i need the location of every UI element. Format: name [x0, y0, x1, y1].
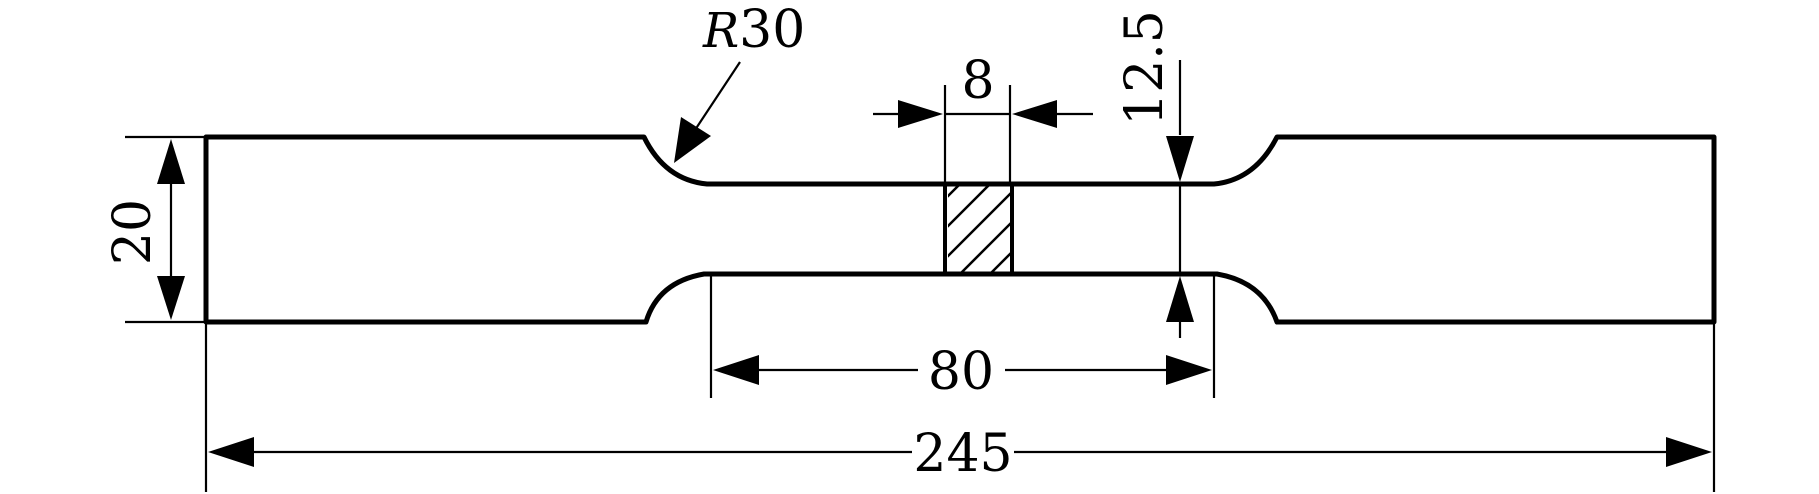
specimen-outline [203, 134, 1717, 325]
dimension-label-gauge-width: 12.5 [1115, 10, 1175, 126]
dimension-end-width: 20 [103, 135, 206, 324]
radius-callout: R30 [674, 0, 805, 163]
arrow-head [1166, 136, 1194, 182]
dimension-label-sample-width: 8 [961, 51, 994, 111]
dimension-gauge-length: 80 [709, 274, 1216, 402]
arrow-head [1166, 276, 1194, 322]
arrow-head [1012, 100, 1057, 128]
arrow-head [157, 139, 185, 184]
hatched-sample [943, 182, 1014, 276]
dimension-label-total-length: 245 [913, 424, 1012, 484]
arrow-head [898, 100, 943, 128]
dimension-gauge-width: 12.5 [1115, 10, 1194, 338]
arrow-head [713, 355, 759, 385]
dimension-total-length: 245 [204, 322, 1716, 492]
arrow-head [208, 437, 254, 467]
arrow-head [1666, 437, 1712, 467]
dimension-label-gauge-length: 80 [928, 342, 994, 402]
dimension-sample-width: 8 [873, 51, 1093, 184]
arrow-head [157, 276, 185, 320]
dimension-label-end-width: 20 [103, 199, 163, 265]
radius-label: R30 [702, 0, 805, 60]
arrow-head [1166, 355, 1212, 385]
arrow-head [674, 117, 711, 163]
